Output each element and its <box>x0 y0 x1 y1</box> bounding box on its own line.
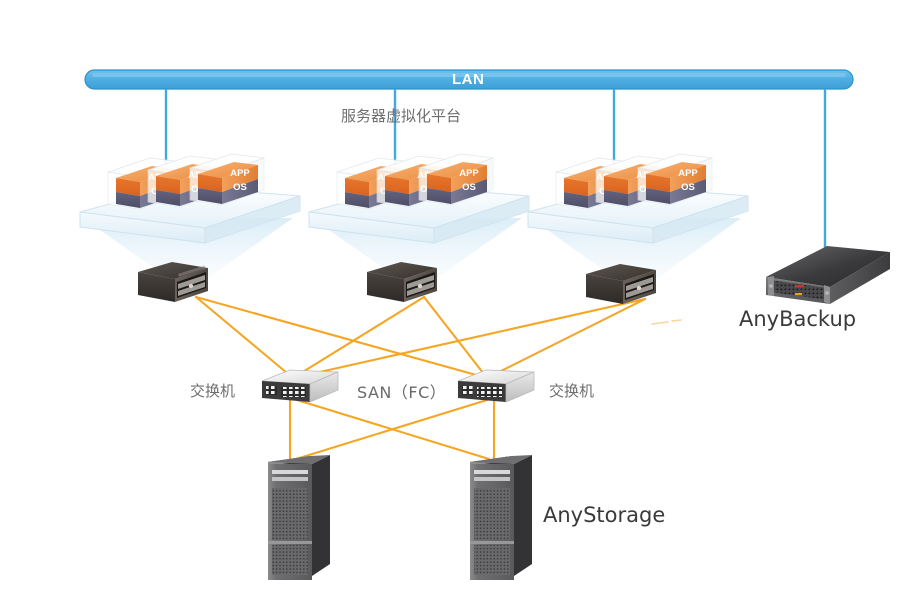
svg-text:APP: APP <box>459 168 479 179</box>
virtualization-platform-label: 服务器虚拟化平台 <box>341 107 462 125</box>
svg-text:APP: APP <box>678 168 698 179</box>
fc-link-artifact-dashes <box>651 319 682 325</box>
svg-text:OS: OS <box>462 182 476 193</box>
anybackup-label: AnyBackup <box>739 307 857 331</box>
fc-links-server-to-switch <box>194 295 647 380</box>
lan-bus <box>84 69 854 90</box>
hba-server-2 <box>367 262 437 302</box>
hba-server-3 <box>586 264 656 304</box>
anystorage-array-2 <box>470 455 532 580</box>
fc-link-srv3-swR <box>485 297 647 380</box>
vm-cube-3-3: APP OS <box>637 153 713 206</box>
cluster-funnel-1 <box>83 218 293 292</box>
switch-label-left: 交换机 <box>190 382 236 400</box>
fc-link-swR-st1 <box>294 398 489 461</box>
fc-switch-right <box>457 369 535 403</box>
switch-label-right: 交换机 <box>549 382 595 400</box>
anystorage-label: AnyStorage <box>543 503 666 527</box>
fc-link-srv2-swR <box>422 295 489 380</box>
fc-link-srv1-swL <box>194 295 295 380</box>
vm-cube-2-3: APP OS <box>418 153 494 206</box>
fc-links-switch-to-storage <box>288 398 496 461</box>
anybackup-appliance <box>766 246 890 304</box>
anystorage-array-1 <box>268 455 330 580</box>
fc-switch-left <box>261 369 339 403</box>
svg-text:OS: OS <box>681 182 695 193</box>
virtualization-host-cluster-2: APP OS APP OS <box>308 153 530 302</box>
san-fabric-label: SAN（FC） <box>357 383 447 402</box>
cluster-funnel-2 <box>312 218 522 292</box>
svg-text:OS: OS <box>233 182 247 193</box>
svg-text:APP: APP <box>230 168 250 179</box>
hba-server-1 <box>138 262 208 302</box>
virtualization-host-cluster-3: APP OS APP OS <box>527 153 749 304</box>
fc-link-srv2-swL <box>291 295 426 380</box>
fc-link-srv1-swR <box>194 295 489 380</box>
vm-cube-1-3: APP OS <box>189 153 265 206</box>
cluster-funnel-3 <box>531 218 741 294</box>
lan-bus-label: LAN <box>452 71 485 88</box>
fc-link-srv3-swL <box>291 297 647 380</box>
virtualization-host-cluster-1: APP OS APP OS <box>79 153 301 302</box>
